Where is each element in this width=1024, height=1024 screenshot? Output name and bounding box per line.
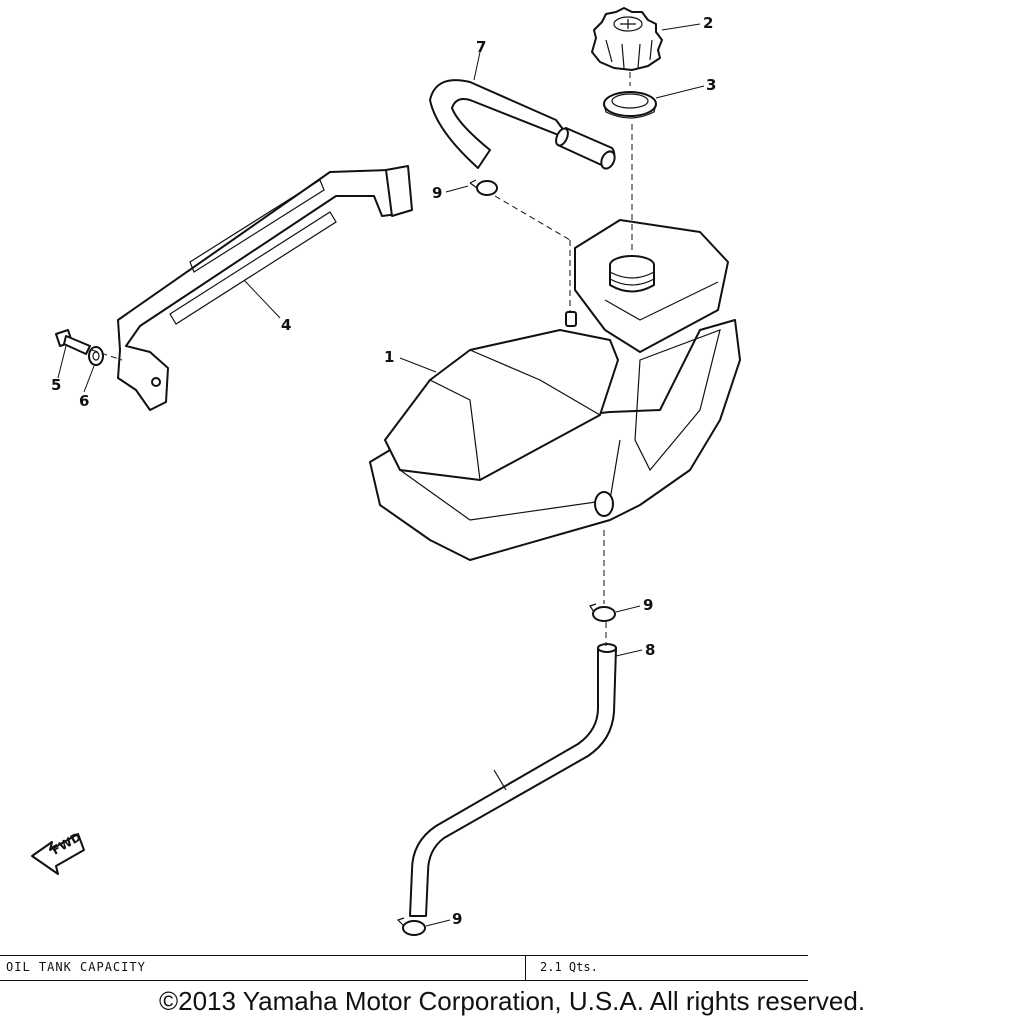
assembly-lines [91,72,633,646]
breather-hose [429,79,616,170]
callout-4: 4 [281,316,291,334]
washer [88,346,104,366]
oil-tank-capacity-table: OIL TANK CAPACITY 2.1 Qts. [0,955,808,981]
filler-cap [591,7,663,71]
callout-6: 6 [79,392,89,410]
gasket [603,91,657,119]
capacity-label: OIL TANK CAPACITY [6,960,146,974]
copyright-notice: ©2013 Yamaha Motor Corporation, U.S.A. A… [158,986,866,1016]
callout-9-upper: 9 [432,184,442,202]
table-divider [525,956,526,980]
callout-9-lower: 9 [452,910,462,928]
callout-3: 3 [706,76,716,94]
tank-bracket [117,165,413,411]
bolt [55,329,91,355]
feed-hose [409,643,617,917]
leader-lines [57,23,705,927]
oil-tank [369,219,741,561]
capacity-value: 2.1 Qts. [540,960,598,974]
callout-5: 5 [51,376,61,394]
callout-1: 1 [384,348,394,366]
hose-clamp-lower [396,917,426,936]
hose-clamp-middle [589,603,616,622]
callout-7: 7 [476,38,486,56]
callout-2: 2 [703,14,713,32]
forward-arrow-icon: FWD [31,830,85,875]
callout-8: 8 [645,641,655,659]
hose-clamp-upper [469,179,498,196]
parts-diagram: 1 2 3 4 5 6 7 8 9 9 9 FWD [31,7,741,936]
callout-9-middle: 9 [643,596,653,614]
